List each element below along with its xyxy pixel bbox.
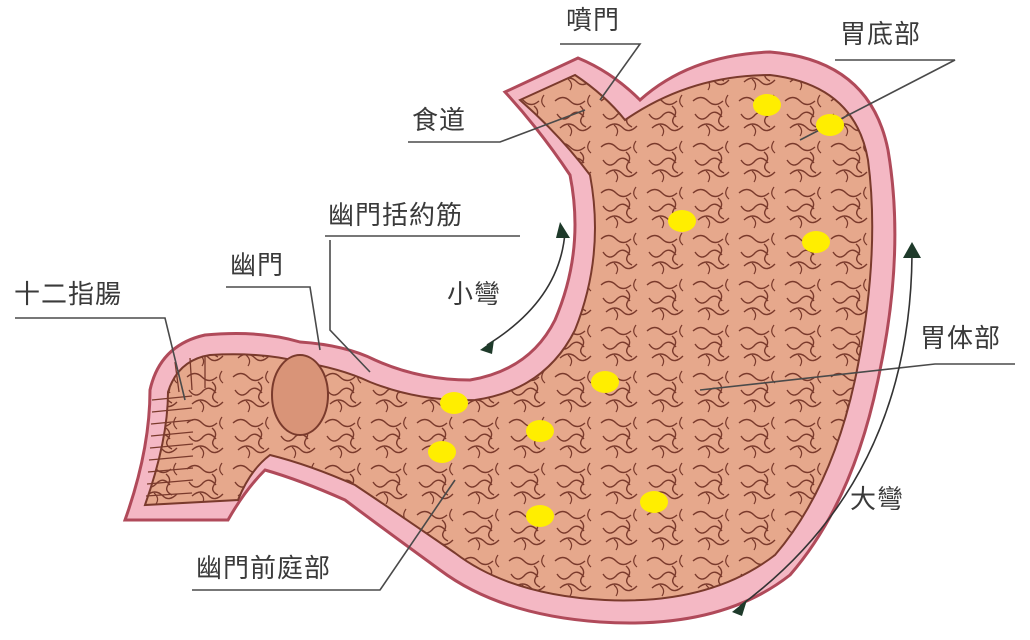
marker xyxy=(428,441,456,463)
marker xyxy=(526,505,554,527)
marker xyxy=(591,371,619,393)
label-duodenum: 十二指腸 xyxy=(14,282,122,308)
marker xyxy=(668,210,696,232)
marker xyxy=(640,491,668,513)
marker xyxy=(802,231,830,253)
label-fundus: 胃底部 xyxy=(840,22,921,48)
label-pylorus: 幽門 xyxy=(230,253,284,279)
pyloric-sphincter-shape xyxy=(272,355,328,435)
label-greater-curvature: 大彎 xyxy=(850,487,904,513)
label-cardia: 噴門 xyxy=(566,8,620,34)
marker xyxy=(526,420,554,442)
marker xyxy=(440,392,468,414)
marker xyxy=(816,114,844,136)
marker xyxy=(753,94,781,116)
label-pyloric-sphincter: 幽門括約筋 xyxy=(328,203,463,229)
label-lesser-curvature: 小彎 xyxy=(447,282,501,308)
label-body: 胃体部 xyxy=(920,326,1001,352)
label-esophagus: 食道 xyxy=(412,108,466,134)
label-pyloric-antrum: 幽門前庭部 xyxy=(196,556,331,582)
